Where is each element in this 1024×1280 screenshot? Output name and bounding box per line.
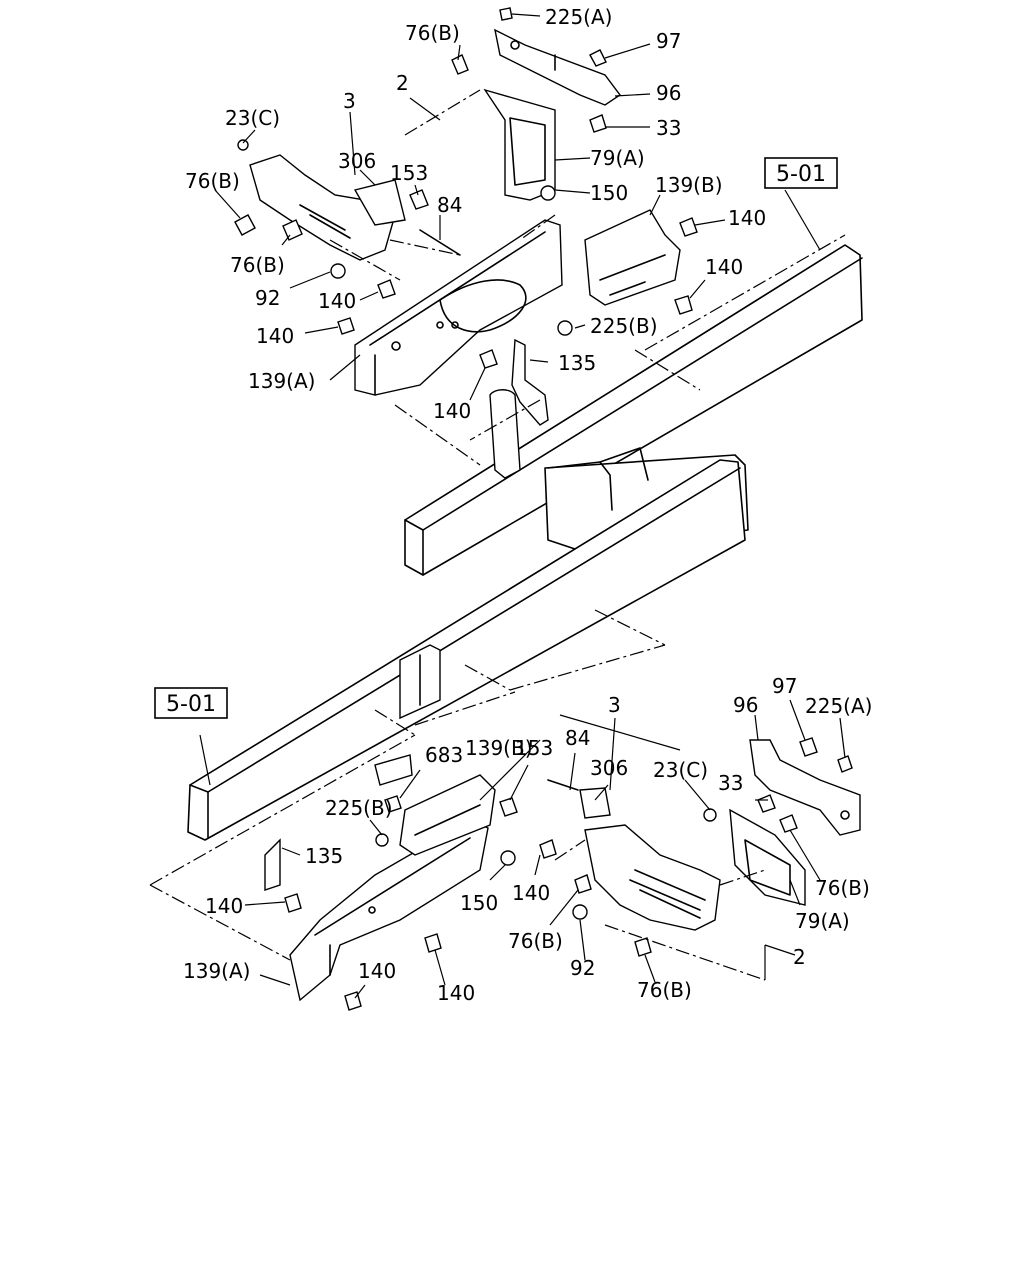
label-2[interactable]: 2: [396, 71, 409, 95]
fasteners-lower: [284, 737, 853, 1011]
label-79a[interactable]: 79(A): [795, 909, 850, 933]
bracket-96-upper: [494, 28, 622, 106]
upper-view: 5-01 225(A) 76(B) 97 96 2 33 3 23(C) 306…: [185, 5, 863, 576]
label-225b[interactable]: 225(B): [590, 314, 658, 338]
label-140-mid[interactable]: 140: [512, 881, 550, 905]
step-assy-3-lower: [579, 787, 721, 931]
label-23c[interactable]: 23(C): [225, 106, 280, 130]
label-225a[interactable]: 225(A): [805, 694, 872, 718]
bracket-139a-upper: [354, 219, 563, 396]
label-84[interactable]: 84: [565, 726, 590, 750]
label-139a[interactable]: 139(A): [183, 959, 250, 983]
bracket-139b-upper: [584, 209, 681, 306]
frame-rail-lower: [187, 459, 746, 841]
label-150[interactable]: 150: [590, 181, 628, 205]
label-225a[interactable]: 225(A): [545, 5, 612, 29]
label-140-b2[interactable]: 140: [437, 981, 475, 1005]
bracket-96-lower: [749, 739, 861, 836]
part-labels-upper: 225(A) 76(B) 97 96 2 33 3 23(C) 306 153 …: [185, 5, 766, 423]
label-153[interactable]: 153: [515, 736, 553, 760]
bracket-139a-lower: [289, 819, 489, 1002]
alignment-lines-lower: [149, 609, 766, 981]
label-76b-right[interactable]: 76(B): [815, 876, 870, 900]
label-153[interactable]: 153: [390, 161, 428, 185]
label-33[interactable]: 33: [718, 771, 743, 795]
label-140-bot[interactable]: 140: [433, 399, 471, 423]
label-96[interactable]: 96: [656, 81, 681, 105]
label-140-left[interactable]: 140: [256, 324, 294, 348]
ref-box-5-01-upper[interactable]: 5-01: [764, 157, 838, 189]
lower-view: 5-01 96 97 225(A) 139(B) 3 683 153 84 30…: [149, 459, 872, 1011]
cross-member-lower: [399, 644, 441, 720]
label-140-r2[interactable]: 140: [705, 255, 743, 279]
label-135[interactable]: 135: [558, 351, 596, 375]
ref-box-label: 5-01: [166, 692, 216, 717]
label-3[interactable]: 3: [343, 89, 356, 113]
plate-79a-lower: [729, 808, 806, 906]
label-225b[interactable]: 225(B): [325, 796, 393, 820]
label-76b[interactable]: 76(B): [405, 21, 460, 45]
label-3[interactable]: 3: [608, 693, 621, 717]
label-140-right[interactable]: 140: [728, 206, 766, 230]
leader-lines-upper: [214, 13, 821, 401]
label-76b-mid[interactable]: 76(B): [230, 253, 285, 277]
label-97[interactable]: 97: [772, 674, 797, 698]
guard-135-upper: [489, 338, 549, 479]
plate-79a-upper: [483, 88, 556, 201]
label-140-mid[interactable]: 140: [318, 289, 356, 313]
label-139b[interactable]: 139(B): [655, 173, 723, 197]
label-140-left[interactable]: 140: [205, 894, 243, 918]
leader-lines-lower: [199, 699, 846, 999]
label-92[interactable]: 92: [570, 956, 595, 980]
label-150[interactable]: 150: [460, 891, 498, 915]
part-labels-lower: 96 97 225(A) 139(B) 3 683 153 84 306 23(…: [183, 674, 872, 1005]
label-139a[interactable]: 139(A): [248, 369, 315, 393]
ref-box-5-01-lower[interactable]: 5-01: [154, 687, 228, 719]
label-84[interactable]: 84: [437, 193, 462, 217]
label-97[interactable]: 97: [656, 29, 681, 53]
label-76b-left[interactable]: 76(B): [185, 169, 240, 193]
label-306[interactable]: 306: [590, 756, 628, 780]
label-683[interactable]: 683: [425, 743, 463, 767]
label-76b-bot[interactable]: 76(B): [637, 978, 692, 1002]
label-306[interactable]: 306: [338, 149, 376, 173]
label-33[interactable]: 33: [656, 116, 681, 140]
label-76b-mid[interactable]: 76(B): [508, 929, 563, 953]
step-assy-3-upper: [249, 154, 406, 261]
label-139b[interactable]: 139(B): [465, 736, 533, 760]
frame-rail-upper: [404, 244, 863, 576]
guard-135-lower: [264, 754, 413, 891]
bracket-139b-lower: [399, 774, 496, 856]
label-135[interactable]: 135: [305, 844, 343, 868]
alignment-lines-upper: [329, 89, 846, 466]
label-23c[interactable]: 23(C): [653, 758, 708, 782]
label-140-b1[interactable]: 140: [358, 959, 396, 983]
label-79a[interactable]: 79(A): [590, 146, 645, 170]
label-92[interactable]: 92: [255, 286, 280, 310]
fasteners-upper: [234, 7, 698, 369]
label-96[interactable]: 96: [733, 693, 758, 717]
label-2[interactable]: 2: [793, 945, 806, 969]
ref-box-label: 5-01: [776, 162, 826, 187]
